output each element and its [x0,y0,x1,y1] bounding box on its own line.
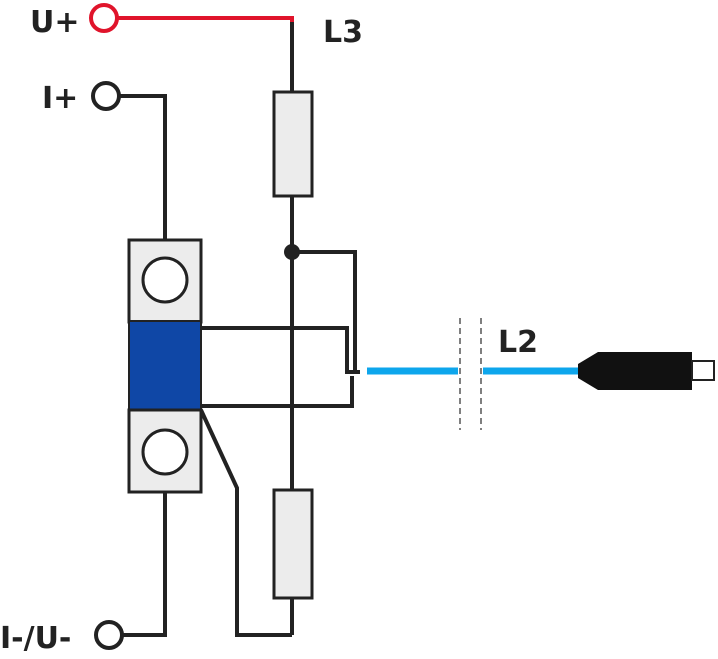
u-plus-terminal [89,3,119,33]
sense-loop-bottom [201,376,354,408]
label-l2: L2 [498,325,538,360]
i-plus-terminal [91,81,121,111]
label-l3: L3 [323,15,363,50]
junction-dot [284,244,300,260]
diagonal-wire [199,409,292,637]
upper-resistor [272,90,314,198]
sense-loop [201,326,360,374]
i-minus-u-minus-terminal [94,620,124,650]
sense-wire-top [292,250,357,370]
label-i-minus-u-minus: I-/U- [0,621,71,656]
u-plus-wire [118,16,294,25]
label-u-plus: U+ [30,5,80,40]
lower-resistor [272,488,314,600]
shunt-body [128,320,202,412]
i-plus-wire [120,94,167,240]
label-i-plus: I+ [42,81,78,116]
shunt-bottom-hole [141,428,189,476]
i-minus-wire [123,492,167,637]
plug-body [578,352,692,390]
shunt-top-hole [141,256,189,304]
plug-tip [691,360,715,381]
